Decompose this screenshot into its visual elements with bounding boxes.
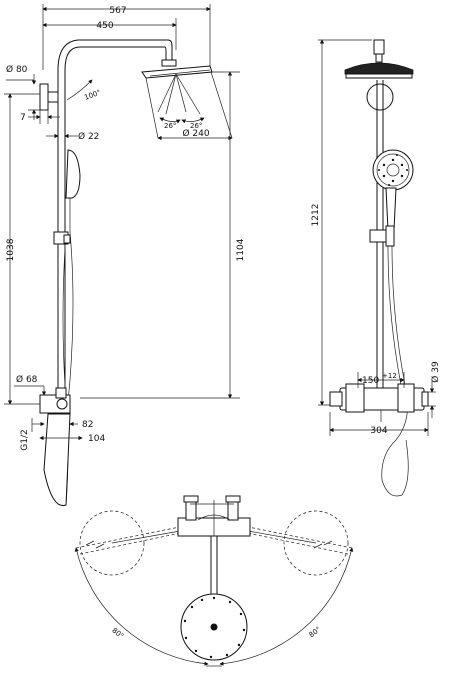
front-view: 1212 [311,39,441,497]
dim-26-left: 26° [164,122,176,130]
angle-80-right: 80° [308,625,323,639]
spray-nozzles [378,154,408,186]
dim-26-right: 26° [190,122,202,130]
dim-1104: 1104 [236,238,246,261]
dim-450: 450 [96,21,113,31]
dim-22: Ø 22 [78,131,99,142]
dim-7: 7 [20,113,26,123]
dim-304: 304 [370,426,387,436]
dim-100-deg: 100° [83,88,102,101]
dim-39: Ø 39 [430,361,441,383]
dim-150-tolerance: +12 [382,372,397,380]
dim-68: Ø 68 [16,374,38,385]
dim-1212: 1212 [311,204,321,227]
dim-150: 150 [362,376,379,386]
dim-104: 104 [88,434,105,444]
side-view: 567 450 26° 26° Ø 240 100° [4,4,246,507]
dim-1038: 1038 [6,238,16,261]
dim-82: 82 [82,420,93,430]
top-view: 80° 80° [74,495,354,667]
dim-g12: G1/2 [20,429,30,450]
angle-80-left: 80° [110,626,125,640]
dim-567: 567 [109,6,126,16]
dim-240: Ø 240 [182,128,209,139]
dim-80: Ø 80 [6,64,28,75]
